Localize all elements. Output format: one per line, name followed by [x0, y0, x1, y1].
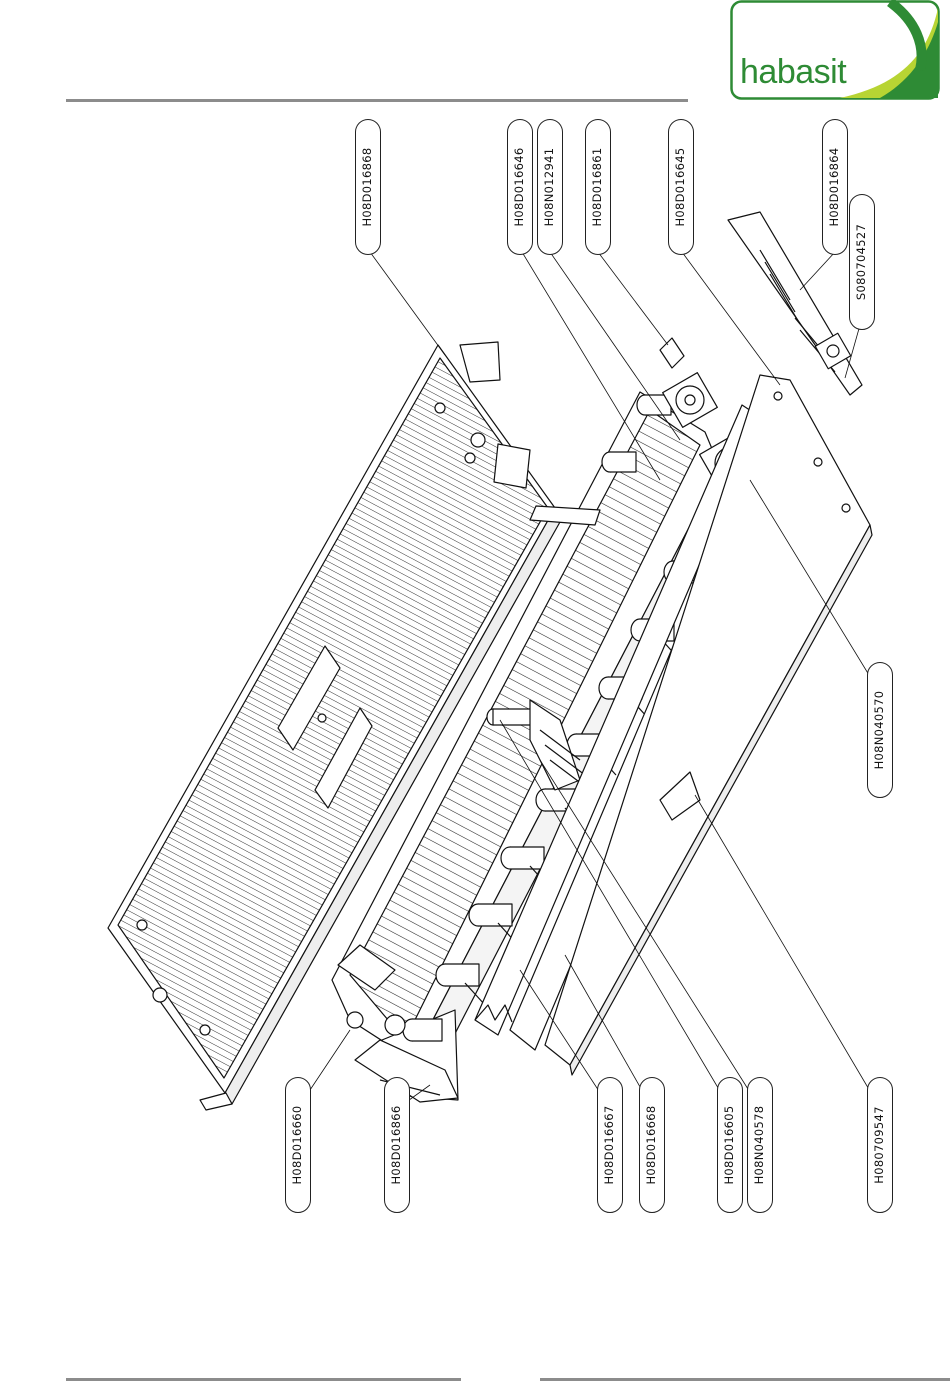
part-label-bottom-3: H08D016667	[597, 1077, 623, 1213]
part-label-bottom-7: H080709547	[867, 1077, 893, 1213]
part-label-top-5: H08D016645	[668, 119, 694, 255]
part-label-top-2: H08D016646	[507, 119, 533, 255]
part-label-top-4: H08D016861	[585, 119, 611, 255]
part-label-right-1: H08N040570	[867, 662, 893, 798]
part-label-bottom-1: H08D016660	[285, 1077, 311, 1213]
part-label-top-7: S080704527	[849, 194, 875, 330]
part-label-bottom-5: H08D016605	[717, 1077, 743, 1213]
part-label-bottom-6: H08N040578	[747, 1077, 773, 1213]
part-label-top-3: H08N012941	[537, 119, 563, 255]
part-label-bottom-4: H08D016668	[639, 1077, 665, 1213]
part-label-top-1: H08D016868	[355, 119, 381, 255]
part-label-top-6: H08D016864	[822, 119, 848, 255]
part-label-bottom-2: H08D016866	[384, 1077, 410, 1213]
